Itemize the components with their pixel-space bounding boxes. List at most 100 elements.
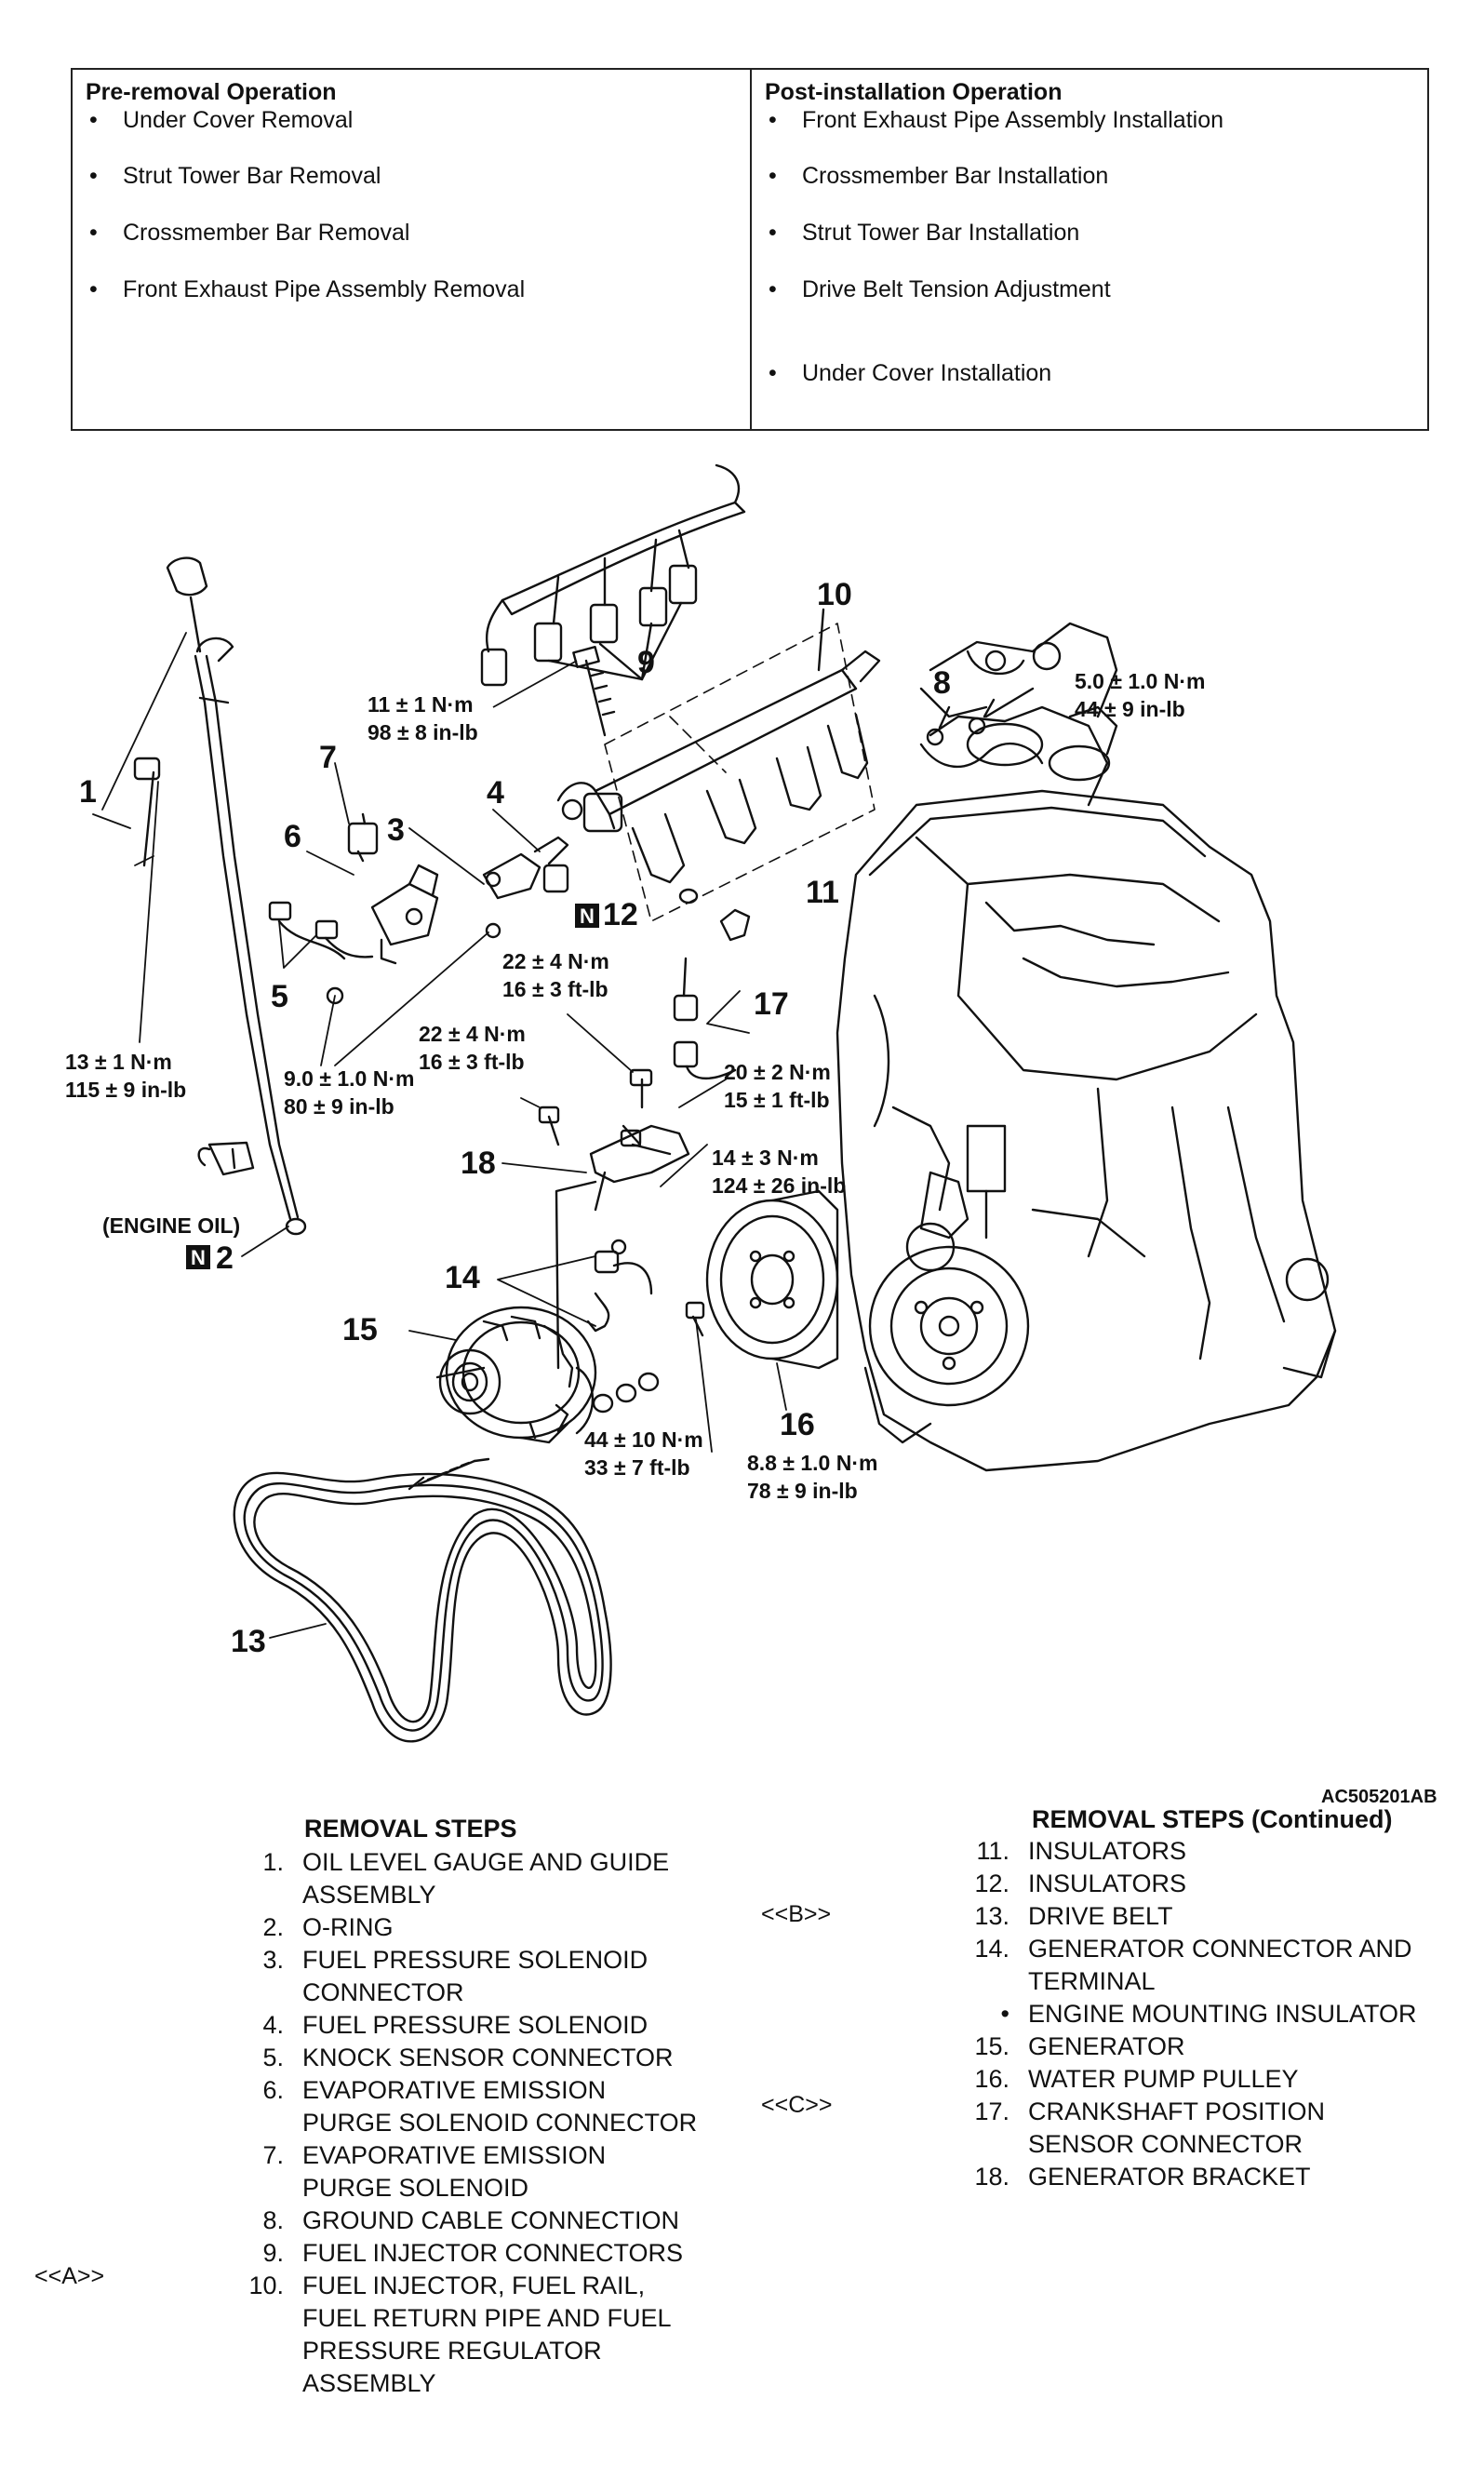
note-mark-b: <<B>> [761,1901,832,1927]
pre-removal-item: •Crossmember Bar Removal [86,220,409,247]
torque-generator: 44 ± 10 N·m 33 ± 7 ft-lb [584,1427,703,1480]
removal-steps-heading: REMOVAL STEPS [304,1815,517,1843]
torque-nm: 5.0 ± 1.0 N·m [1075,669,1205,693]
removal-step-text: CONNECTOR [302,1978,464,2006]
removal-step-text: OIL LEVEL GAUGE AND GUIDE [302,1848,670,1876]
removal-step-text: ASSEMBLY [302,1881,436,1909]
removal-step-text: GENERATOR [1028,2032,1185,2060]
pre-removal-item: •Front Exhaust Pipe Assembly Removal [86,276,525,303]
removal-step-text: EVAPORATIVE EMISSION [302,2076,607,2104]
n-badge-2: N [186,1245,210,1269]
removal-step-text: PRESSURE REGULATOR [302,2337,602,2365]
removal-step-number: • [1000,2000,1009,2028]
removal-step-text: PURGE SOLENOID CONNECTOR [302,2109,698,2137]
callout-8: 8 [933,665,951,701]
post-installation-item: •Drive Belt Tension Adjustment [765,276,1111,303]
post-installation-item: •Strut Tower Bar Installation [765,220,1079,247]
bullet: • [89,220,98,246]
torque-nm: 14 ± 3 N·m [712,1146,819,1170]
torque-imperial: 16 ± 3 ft-lb [419,1050,525,1074]
callout-7: 7 [319,740,337,775]
removal-step-number: 16. [974,2065,1009,2093]
note-mark-a: <<A>> [34,2263,105,2289]
post-installation-item-text: Crossmember Bar Installation [802,163,1109,189]
torque-imperial: 78 ± 9 in-lb [747,1479,858,1503]
torque-imperial: 98 ± 8 in-lb [368,720,478,744]
removal-step-text: WATER PUMP PULLEY [1028,2065,1299,2093]
bullet: • [769,107,777,133]
torque-nm: 20 ± 2 N·m [724,1060,831,1084]
torque-bracket-a: 22 ± 4 N·m 16 ± 3 ft-lb [502,949,609,1001]
pre-removal-item-text: Under Cover Removal [123,107,354,133]
post-installation-item: •Crossmember Bar Installation [765,163,1108,190]
note-mark-c: <<C>> [761,2092,833,2118]
callout-15: 15 [342,1312,378,1347]
torque-water-pump-pulley: 8.8 ± 1.0 N·m 78 ± 9 in-lb [747,1451,877,1503]
post-installation-item-text: Front Exhaust Pipe Assembly Installation [802,107,1224,133]
removal-step-number: 3. [262,1946,284,1974]
removal-step-text: KNOCK SENSOR CONNECTOR [302,2044,674,2071]
removal-step-number: 13. [974,1902,1009,1930]
torque-nm: 9.0 ± 1.0 N·m [284,1066,414,1091]
removal-step-text: ASSEMBLY [302,2369,436,2397]
torque-imperial: 44 ± 9 in-lb [1075,697,1185,721]
removal-step-text: FUEL INJECTOR, FUEL RAIL, [302,2272,646,2299]
removal-step-text: TERMINAL [1028,1967,1156,1995]
torque-imperial: 33 ± 7 ft-lb [584,1455,690,1480]
torque-fuel-rail-bolt: 11 ± 1 N·m 98 ± 8 in-lb [368,660,578,744]
pre-removal-item: •Strut Tower Bar Removal [86,163,381,190]
operations-table: Pre-removal Operation • Under Cover Remov… [71,68,1429,431]
post-installation-heading: Post-installation Operation [765,79,1063,105]
crank-sensor-connector-illustration [673,957,750,1079]
removal-step-text: GENERATOR CONNECTOR AND [1028,1935,1412,1963]
removal-step-number: 8. [262,2206,284,2234]
callout-13: 13 [231,1624,266,1659]
pre-removal-item-text: Strut Tower Bar Removal [123,163,381,189]
removal-step-text: DRIVE BELT [1028,1902,1173,1930]
removal-step-text: FUEL PRESSURE SOLENOID [302,2011,648,2039]
torque-nm: 22 ± 4 N·m [419,1022,526,1046]
removal-step-number: 6. [262,2076,284,2104]
bullet: • [89,107,98,133]
removal-step-text: INSULATORS [1028,1870,1187,1897]
callout-12: 12 [603,897,638,932]
post-installation-item: • Front Exhaust Pipe Assembly Installatio… [765,107,1223,134]
pre-removal-column: Pre-removal Operation • Under Cover Remov… [73,70,752,429]
removal-step-text: ENGINE MOUNTING INSULATOR [1028,2000,1417,2028]
pre-removal-heading: Pre-removal Operation [86,79,337,105]
callout-14: 14 [445,1260,480,1295]
bullet: • [769,276,777,302]
torque-oil-gauge: 13 ± 1 N·m 115 ± 9 in-lb [65,1050,186,1102]
intake-manifold-illustration [919,622,1118,718]
torque-nm: 11 ± 1 N·m [368,692,474,717]
removal-step-text: FUEL RETURN PIPE AND FUEL [302,2304,672,2332]
removal-step-number: 5. [262,2044,284,2071]
pre-removal-item: • Under Cover Removal [86,107,353,134]
engine-block-illustration [836,705,1337,1472]
fuel-rail-illustration [556,608,881,942]
callout-18: 18 [461,1146,496,1181]
callout-5: 5 [271,979,288,1014]
torque-imperial: 16 ± 3 ft-lb [502,977,608,1001]
torque-imperial: 80 ± 9 in-lb [284,1094,394,1119]
callout-17: 17 [754,986,789,1022]
solenoid-group-illustration [268,762,569,1066]
removal-step-text: PURGE SOLENOID [302,2174,529,2202]
removal-step-number: 2. [262,1913,284,1941]
removal-step-text: FUEL INJECTOR CONNECTORS [302,2239,684,2267]
removal-step-number: 9. [262,2239,284,2267]
torque-nm: 8.8 ± 1.0 N·m [747,1451,877,1475]
callout-6: 6 [284,819,301,854]
generator-bracket-illustration [501,1013,727,1370]
callout-1: 1 [79,774,97,810]
post-installation-item-text: Strut Tower Bar Installation [802,220,1080,246]
torque-imperial: 124 ± 26 in-lb [712,1173,846,1198]
torque-ground-cable: 5.0 ± 1.0 N·m 44 ± 9 in-lb [1075,669,1205,721]
callout-9: 9 [637,645,655,680]
pre-removal-item-text: Front Exhaust Pipe Assembly Removal [123,276,526,302]
removal-step-text: CRANKSHAFT POSITION [1028,2097,1326,2125]
removal-steps-continued-heading: REMOVAL STEPS (Continued) [1032,1805,1393,1833]
removal-step-number: 12. [974,1870,1009,1897]
removal-step-text: GROUND CABLE CONNECTION [302,2206,680,2234]
svg-text:N: N [580,905,595,928]
